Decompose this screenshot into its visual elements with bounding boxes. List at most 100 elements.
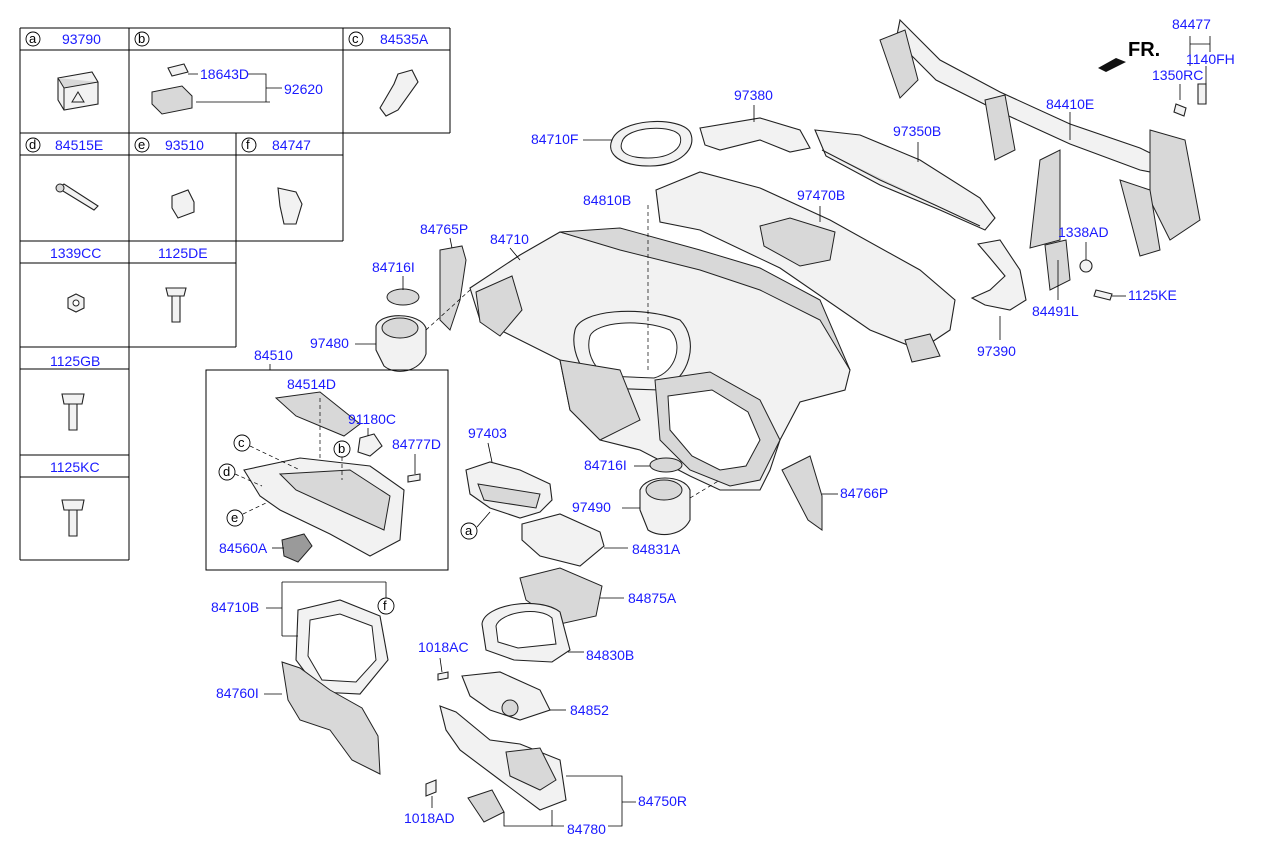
pad-84831A bbox=[521, 513, 605, 567]
glove-box-cover-84514D bbox=[274, 391, 361, 437]
side-vent-97490 bbox=[639, 477, 691, 536]
callout-letter-d: d bbox=[223, 464, 230, 479]
label-97490: 97490 bbox=[572, 499, 611, 515]
hazard-switch-icon bbox=[57, 71, 99, 111]
callout-f: f bbox=[377, 597, 395, 615]
label-97350B: 97350B bbox=[893, 123, 941, 139]
b-sub-part2-label: 92620 bbox=[284, 81, 323, 97]
clip-f-icon bbox=[277, 187, 303, 225]
cover-84780 bbox=[467, 789, 505, 823]
bezel-84710B bbox=[295, 599, 389, 695]
callout-letter-e: e bbox=[231, 510, 238, 525]
screw-1018AC bbox=[437, 671, 449, 681]
label-84710B: 84710B bbox=[211, 599, 259, 615]
label-84716I-left: 84716I bbox=[372, 259, 415, 275]
pin-d-icon bbox=[55, 183, 99, 211]
cell-code-1339CC: 1339CC bbox=[50, 245, 101, 261]
label-84510: 84510 bbox=[254, 347, 293, 363]
callout-letter-a: a bbox=[465, 523, 473, 538]
cell-code-84747: 84747 bbox=[272, 137, 311, 153]
duct-97350B bbox=[814, 129, 996, 231]
parts-table: a 93790 b c 84535A 18643D 92620 bbox=[19, 27, 451, 561]
cell-f-header: f 84747 bbox=[241, 137, 311, 153]
label-97403: 97403 bbox=[468, 425, 507, 441]
label-1140FH: 1140FH bbox=[1186, 51, 1235, 67]
cell-letter-f: f bbox=[246, 137, 250, 152]
label-84710F: 84710F bbox=[531, 131, 578, 147]
label-84560A: 84560A bbox=[219, 540, 268, 556]
callout-e: e bbox=[226, 501, 269, 527]
cell-code-1125DE: 1125DE bbox=[158, 245, 208, 261]
center-vent-97403 bbox=[465, 461, 553, 519]
cell-letter-c: c bbox=[352, 31, 359, 46]
label-97480: 97480 bbox=[310, 335, 349, 351]
callout-letter-c: c bbox=[238, 435, 245, 450]
speaker-grille-84716I-left bbox=[386, 288, 420, 306]
label-1018AD: 1018AD bbox=[404, 810, 455, 826]
cell-d-header: d 84515E bbox=[25, 137, 103, 153]
b-sub-parts: 18643D 92620 bbox=[151, 63, 323, 115]
cell-code-84535A: 84535A bbox=[380, 31, 429, 47]
cell-code-84515E: 84515E bbox=[55, 137, 103, 153]
front-direction-indicator: FR. bbox=[1098, 39, 1160, 72]
glove-box-group-box bbox=[205, 369, 449, 571]
cell-code-1125KC: 1125KC bbox=[50, 459, 100, 475]
screw-84777D bbox=[407, 473, 421, 483]
label-84491L: 84491L bbox=[1032, 303, 1079, 319]
latch-91180C bbox=[357, 433, 383, 457]
cell-letter-a: a bbox=[29, 31, 37, 46]
screw-1018AD bbox=[425, 779, 437, 797]
label-1338AD: 1338AD bbox=[1058, 224, 1109, 240]
label-97390: 97390 bbox=[977, 343, 1016, 359]
label-84810B: 84810B bbox=[583, 192, 631, 208]
label-84852: 84852 bbox=[570, 702, 609, 718]
cell-letter-d: d bbox=[29, 137, 36, 152]
b-sub-part1-label: 18643D bbox=[200, 66, 249, 82]
label-84716I-right: 84716I bbox=[584, 457, 627, 473]
switch-84560A bbox=[281, 533, 313, 563]
label-84766P: 84766P bbox=[840, 485, 888, 501]
callout-c: c bbox=[233, 434, 301, 471]
cell-code-1125GB: 1125GB bbox=[50, 353, 100, 369]
cluster-hood-84830B bbox=[481, 602, 571, 663]
label-84875A: 84875A bbox=[628, 590, 677, 606]
clip-e-icon bbox=[171, 189, 195, 219]
label-84750R: 84750R bbox=[638, 793, 687, 809]
speaker-grille-ring-84710F bbox=[610, 120, 693, 167]
fr-label: FR. bbox=[1128, 39, 1160, 61]
label-84514D: 84514D bbox=[287, 376, 336, 392]
bracket-c-icon bbox=[379, 69, 419, 117]
cell-c-header: c 84535A bbox=[348, 31, 429, 47]
cell-letter-e: e bbox=[138, 137, 145, 152]
side-cover-84766P bbox=[781, 455, 823, 531]
label-1018AC: 1018AC bbox=[418, 639, 469, 655]
cell-code-93510: 93510 bbox=[165, 137, 204, 153]
cell-code-93790: 93790 bbox=[62, 31, 101, 47]
label-91180C: 91180C bbox=[348, 411, 396, 427]
cowl-cross-bar-assembly bbox=[879, 18, 1207, 301]
label-84477: 84477 bbox=[1172, 16, 1211, 32]
side-vent-97480 bbox=[375, 315, 427, 372]
bolt-1125KC-icon bbox=[61, 499, 85, 537]
callout-a: a bbox=[460, 511, 491, 540]
label-84410E: 84410E bbox=[1046, 96, 1094, 112]
lower-crash-pad-84750R bbox=[439, 705, 567, 811]
speaker-grille-84716I-right bbox=[649, 457, 683, 473]
lower-cover-84852 bbox=[461, 671, 551, 721]
cell-b-header: b bbox=[134, 31, 150, 47]
label-97470B: 97470B bbox=[797, 187, 845, 203]
label-84710: 84710 bbox=[490, 231, 529, 247]
callout-b: b bbox=[333, 440, 351, 480]
label-84780: 84780 bbox=[567, 821, 606, 837]
nut-icon bbox=[67, 293, 85, 313]
label-1125KE: 1125KE bbox=[1128, 287, 1177, 303]
duct-97380 bbox=[699, 117, 811, 153]
bolt-1125DE-icon bbox=[165, 287, 187, 323]
label-84765P: 84765P bbox=[420, 221, 468, 237]
crash-pad-main-84710 bbox=[469, 205, 851, 491]
cell-letter-b: b bbox=[138, 31, 145, 46]
lower-panel-84760I bbox=[281, 661, 381, 775]
label-84831A: 84831A bbox=[632, 541, 681, 557]
bolt-1125GB-icon bbox=[61, 393, 85, 431]
